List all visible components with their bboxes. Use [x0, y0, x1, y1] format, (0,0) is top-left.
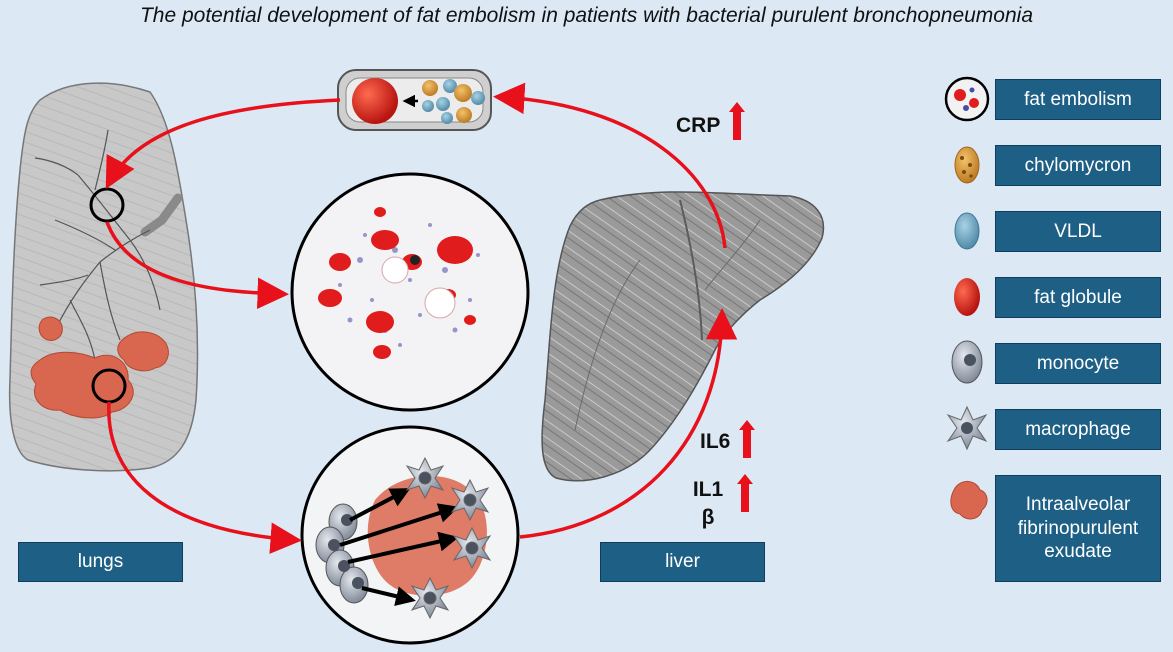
legend-exudate: Intraalveolar fibrinopurulent exudate: [995, 475, 1161, 582]
il1b-up-arrow: [737, 474, 753, 512]
arrow-lung-to-inflammation: [107, 401, 302, 554]
marker-up-arrows: [729, 102, 755, 512]
crp-label: CRP: [676, 114, 721, 137]
chylomicron-icon: [954, 146, 980, 184]
inflammation-circle: [300, 425, 520, 645]
monocyte-icon: [951, 340, 983, 384]
il6-label: IL6: [700, 430, 731, 453]
il1b-line1: IL1: [692, 478, 724, 501]
macrophage-cluster: [405, 456, 492, 620]
diagram-title: The potential development of fat embolis…: [139, 4, 1034, 27]
legend-chylomicron: chylomycron: [995, 145, 1161, 186]
arrow-liver-to-vessel: [493, 82, 727, 249]
legend-monocyte: monocyte: [995, 343, 1161, 384]
liver-illustration: [541, 191, 825, 482]
legend-vldl: VLDL: [995, 211, 1161, 252]
arrow-inflammation-to-liver: [519, 308, 738, 539]
liver-label-box: liver: [600, 542, 765, 582]
legend-fat-embolism: fat embolism: [995, 79, 1161, 120]
blood-vessel: [337, 69, 492, 131]
monocyte-cluster: [315, 503, 369, 604]
legend-icons: [944, 76, 990, 520]
il6-up-arrow: [739, 420, 755, 458]
fat-embolism-icon: [944, 76, 990, 122]
fat-embolism-micrograph: [290, 172, 530, 412]
vldl-icon: [954, 212, 980, 250]
lung-illustration: [8, 82, 199, 472]
fat-globule-icon: [954, 278, 980, 316]
legend-fat-globule: fat globule: [995, 277, 1161, 318]
exudate-icon: [950, 481, 988, 520]
arrow-vessel-to-lung: [105, 98, 341, 190]
macrophage-icon: [946, 405, 988, 451]
lungs-label-box: lungs: [18, 542, 183, 582]
il1b-label: IL1 β: [690, 476, 726, 533]
pathway-arrows: [105, 82, 738, 554]
vessel-fat-globule: [352, 78, 398, 124]
crp-up-arrow: [729, 102, 745, 140]
legend-macrophage: macrophage: [995, 409, 1161, 450]
arrow-lung-to-micrograph: [105, 221, 289, 309]
il1b-line2: β: [701, 506, 715, 530]
